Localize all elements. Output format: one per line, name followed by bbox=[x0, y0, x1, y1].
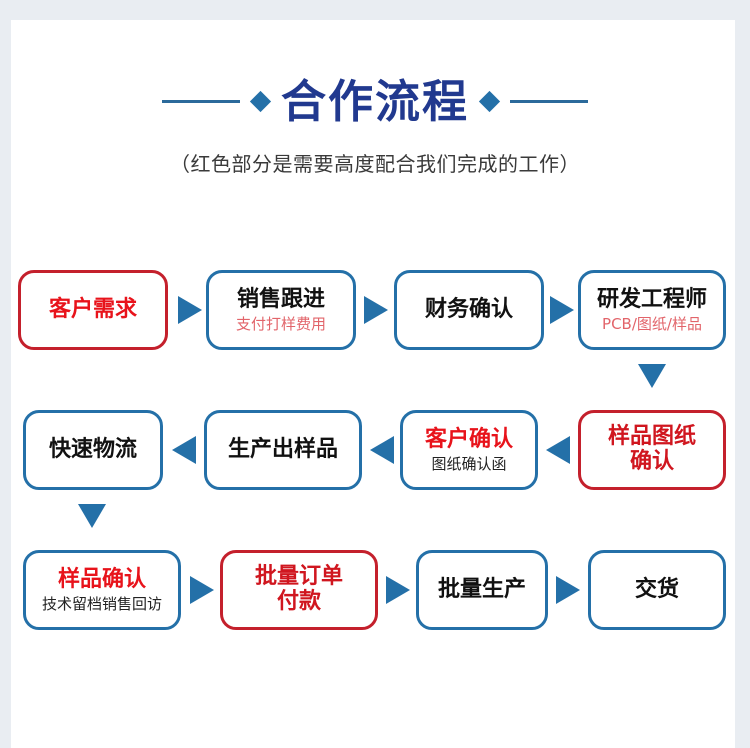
flow-row-1: 客户需求 销售跟进 支付打样费用 财务确认 研发工程师 PCB/图纸/样品 bbox=[0, 262, 750, 402]
flow-node-sublabel: 支付打样费用 bbox=[235, 314, 326, 333]
arrow-right-1-2 bbox=[364, 296, 388, 324]
flow-node-label: 生产出样品 bbox=[227, 436, 338, 462]
right-rule-icon bbox=[510, 99, 588, 103]
flow-node-3-2[interactable]: 批量订单 付款 bbox=[220, 550, 378, 630]
page-subtitle: （红色部分是需要高度配合我们完成的工作） bbox=[170, 152, 580, 176]
flow-node-label: 研发工程师 bbox=[596, 286, 707, 312]
flow-node-label: 客户确认 bbox=[424, 426, 513, 452]
right-diamond-icon bbox=[478, 90, 501, 112]
flow-node-label: 销售跟进 bbox=[236, 286, 325, 312]
flow-node-sublabel: PCB/图纸/样品 bbox=[602, 314, 702, 333]
arrow-right-1-1 bbox=[178, 296, 202, 324]
flow-node-label: 财务确认 bbox=[424, 296, 513, 322]
connector-row1-to-row2 bbox=[638, 364, 666, 388]
flow-node-1-1[interactable]: 客户需求 bbox=[18, 270, 168, 350]
arrow-left-2-3 bbox=[546, 436, 570, 464]
flow-node-label: 客户需求 bbox=[48, 296, 137, 322]
flow-node-2-2[interactable]: 生产出样品 bbox=[204, 410, 362, 490]
flow-node-1-3[interactable]: 财务确认 bbox=[394, 270, 544, 350]
flow-node-3-3[interactable]: 批量生产 bbox=[416, 550, 548, 630]
flow-node-1-2[interactable]: 销售跟进 支付打样费用 bbox=[206, 270, 356, 350]
flow-node-sublabel: 图纸确认函 bbox=[431, 454, 507, 473]
flow-node-label: 样品图纸 确认 bbox=[607, 424, 696, 474]
flow-node-label: 样品确认 bbox=[57, 566, 146, 592]
flow-node-2-3[interactable]: 客户确认 图纸确认函 bbox=[400, 410, 538, 490]
arrow-left-2-2 bbox=[370, 436, 394, 464]
flow-row-2: 快速物流 生产出样品 客户确认 图纸确认函 样品图纸 确认 bbox=[0, 402, 750, 542]
left-rule-icon bbox=[161, 99, 240, 103]
header: 合作流程 （红色部分是需要高度配合我们完成的工作） bbox=[0, 70, 750, 177]
flow-row-3: 样品确认 技术留档销售回访 批量订单 付款 批量生产 交货 bbox=[0, 542, 750, 682]
flow-node-2-1[interactable]: 快速物流 bbox=[23, 410, 163, 490]
flow-node-3-1[interactable]: 样品确认 技术留档销售回访 bbox=[23, 550, 181, 630]
page-title: 合作流程 bbox=[280, 74, 469, 128]
flow-node-1-4[interactable]: 研发工程师 PCB/图纸/样品 bbox=[578, 270, 726, 350]
flow-diagram: 客户需求 销售跟进 支付打样费用 财务确认 研发工程师 PCB/图纸/样品 快速… bbox=[0, 262, 750, 682]
arrow-right-1-3 bbox=[550, 296, 574, 324]
flow-node-2-4[interactable]: 样品图纸 确认 bbox=[578, 410, 726, 490]
arrow-right-3-3 bbox=[556, 576, 580, 604]
flow-node-3-4[interactable]: 交货 bbox=[588, 550, 726, 630]
flow-node-label: 批量订单 付款 bbox=[254, 564, 343, 614]
arrow-left-2-1 bbox=[172, 436, 196, 464]
left-diamond-icon bbox=[249, 90, 272, 112]
flow-node-label: 快速物流 bbox=[48, 436, 137, 462]
connector-row2-to-row3 bbox=[78, 504, 106, 528]
arrow-right-3-1 bbox=[190, 576, 214, 604]
flow-node-label: 批量生产 bbox=[437, 576, 526, 602]
flow-node-sublabel: 技术留档销售回访 bbox=[41, 594, 162, 613]
title-row: 合作流程 bbox=[0, 70, 750, 132]
flow-node-label: 交货 bbox=[634, 576, 679, 602]
arrow-right-3-2 bbox=[386, 576, 410, 604]
